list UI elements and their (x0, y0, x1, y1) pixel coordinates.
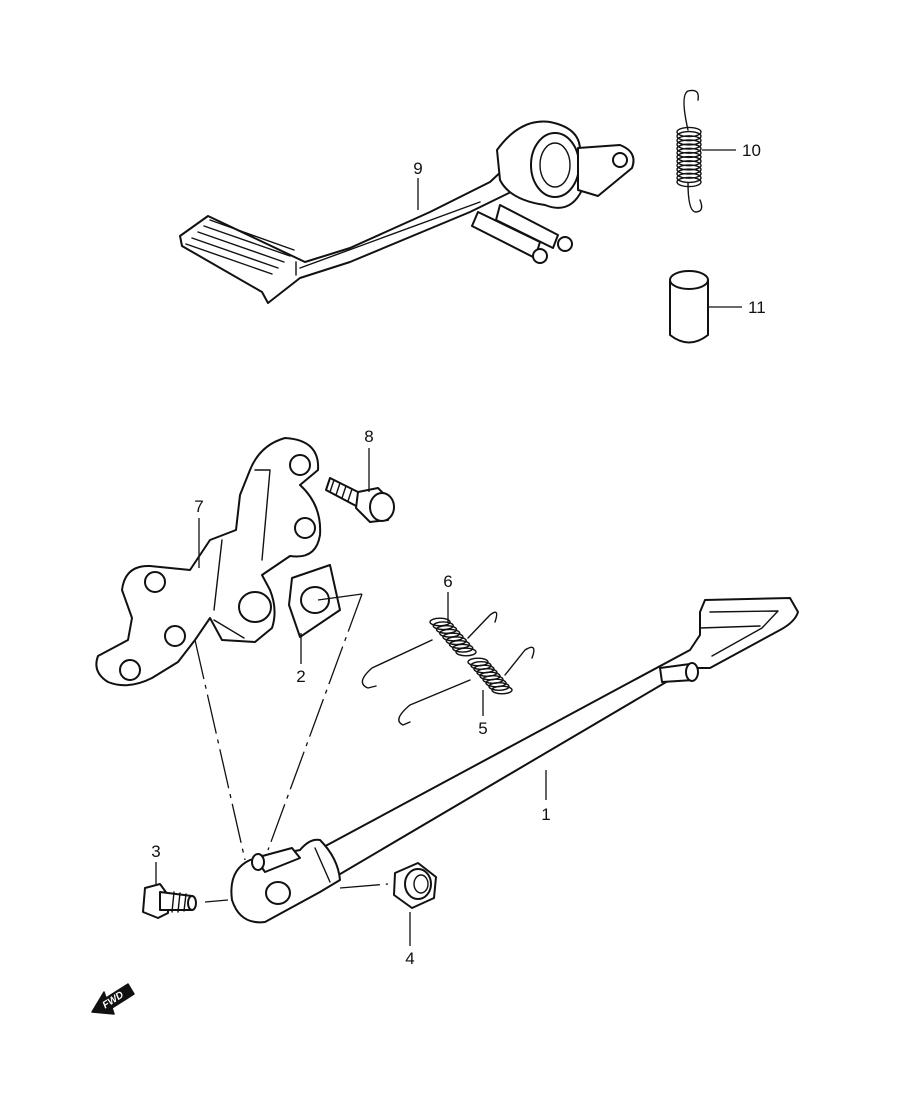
callout-5: 5 (478, 719, 487, 738)
spring-coil (488, 682, 510, 692)
callout-6: 6 (443, 572, 452, 591)
bracket-part-7 (95, 437, 322, 687)
spring-coil (445, 636, 467, 646)
bolt-part-8 (325, 477, 395, 523)
spring-coil (676, 151, 702, 163)
pivot-bolt-part-3 (142, 883, 197, 919)
spring-coil (676, 126, 702, 138)
spring-coil (676, 160, 702, 171)
spring-part-5 (398, 646, 535, 726)
spring-coil (676, 155, 702, 167)
spring-coil (435, 625, 458, 635)
spring-coil (432, 621, 454, 631)
leader-lines (155, 149, 742, 946)
spring-coil (452, 643, 474, 653)
spring-coil (676, 172, 702, 184)
brake-pedal-part-9 (179, 120, 635, 304)
washer-part-2 (288, 564, 341, 638)
spring-coil (439, 628, 461, 638)
spring-coil (676, 139, 702, 150)
spring-coil (442, 632, 464, 642)
spring-coil (676, 130, 702, 142)
spring-coil (429, 617, 451, 627)
callout-2: 2 (296, 667, 305, 686)
spring-coil (676, 168, 702, 179)
callout-8: 8 (364, 427, 373, 446)
nut-part-4 (393, 862, 437, 909)
callout-4: 4 (405, 949, 414, 968)
spring-coil (676, 143, 702, 154)
spring-coil (676, 176, 702, 188)
callout-3: 3 (151, 842, 160, 861)
callout-7: 7 (194, 497, 203, 516)
collar-part-11 (669, 270, 709, 344)
side-stand-part-1 (230, 597, 799, 924)
callout-11: 11 (748, 298, 766, 317)
spring-coil (676, 164, 702, 175)
spring-coil (676, 135, 702, 146)
spring-coil (448, 640, 471, 650)
spring-part-6 (361, 611, 498, 689)
spring-coil (491, 685, 513, 695)
callout-9: 9 (413, 159, 422, 178)
callout-labels: 9 10 11 8 7 2 6 5 1 3 4 (151, 141, 765, 968)
callout-10: 10 (742, 141, 761, 160)
callout-1: 1 (541, 805, 550, 824)
fwd-arrow-icon: FWD (91, 983, 135, 1015)
spring-part-10 (676, 89, 703, 213)
spring-coil (676, 147, 702, 159)
spring-coil (455, 647, 477, 657)
